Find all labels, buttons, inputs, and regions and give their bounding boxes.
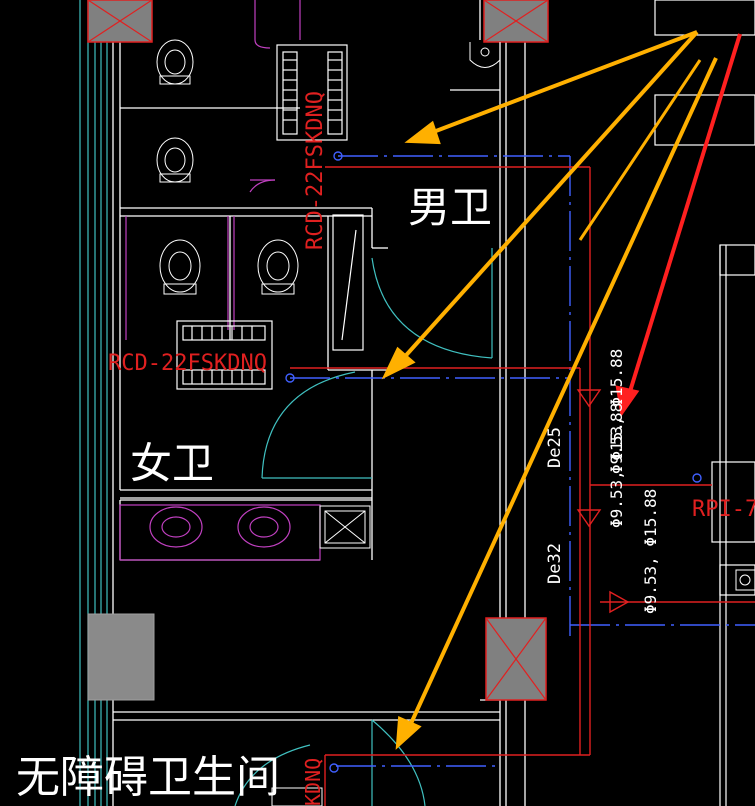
door-swings <box>234 248 493 806</box>
annotation-arrows <box>381 30 742 750</box>
wash-basins <box>149 506 291 548</box>
indoor-unit-accessible <box>271 787 323 806</box>
branch-joints <box>576 389 630 614</box>
squat-toilet-2 <box>156 137 194 183</box>
arrow-orange-4 <box>578 59 702 241</box>
arrow-red <box>615 33 742 418</box>
squat-toilet-3 <box>159 239 201 295</box>
urinal <box>469 42 501 68</box>
squat-toilet-4 <box>257 239 299 295</box>
indoor-unit-women <box>176 320 273 390</box>
refrigerant-pipes <box>290 166 755 806</box>
arrow-orange-3 <box>395 57 718 750</box>
unit-tag-bottom: KDNQ <box>301 758 325 806</box>
arrow-orange-2 <box>381 30 699 380</box>
unit-tag-lower: RCD-22FSKDNQ <box>108 351 267 376</box>
room-label-mens: 男卫 <box>408 183 492 232</box>
room-label-womens: 女卫 <box>130 439 214 488</box>
squat-toilet-1 <box>156 39 194 85</box>
vent-louver <box>332 214 364 351</box>
drain-label-lower: De32 <box>545 543 565 584</box>
arrow-orange-1 <box>404 30 698 145</box>
condensate-endpoints <box>285 151 702 773</box>
drain-label-upper: De25 <box>545 427 565 468</box>
unit-tag-right: RPI-7 <box>692 497 755 522</box>
structural-columns <box>87 0 549 701</box>
refrigerant-label-3: Φ9.53, Φ15.88 <box>641 489 660 614</box>
condensate-lines <box>290 155 755 767</box>
refrigerant-label-2: Φ9.53, Φ15.88 <box>607 403 626 528</box>
refrigerant-label-1: Φ9.53, Φ15.88 <box>607 349 626 474</box>
right-structure <box>654 0 755 806</box>
indoor-unit-men <box>276 44 348 141</box>
room-label-accessible: 无障碍卫生间 <box>16 752 280 803</box>
mop-sink <box>319 505 371 549</box>
right-edge-fixture <box>735 569 755 591</box>
unit-tag-upper: RCD-22FSKDNQ <box>303 91 328 250</box>
fixture-partitions <box>119 0 321 561</box>
